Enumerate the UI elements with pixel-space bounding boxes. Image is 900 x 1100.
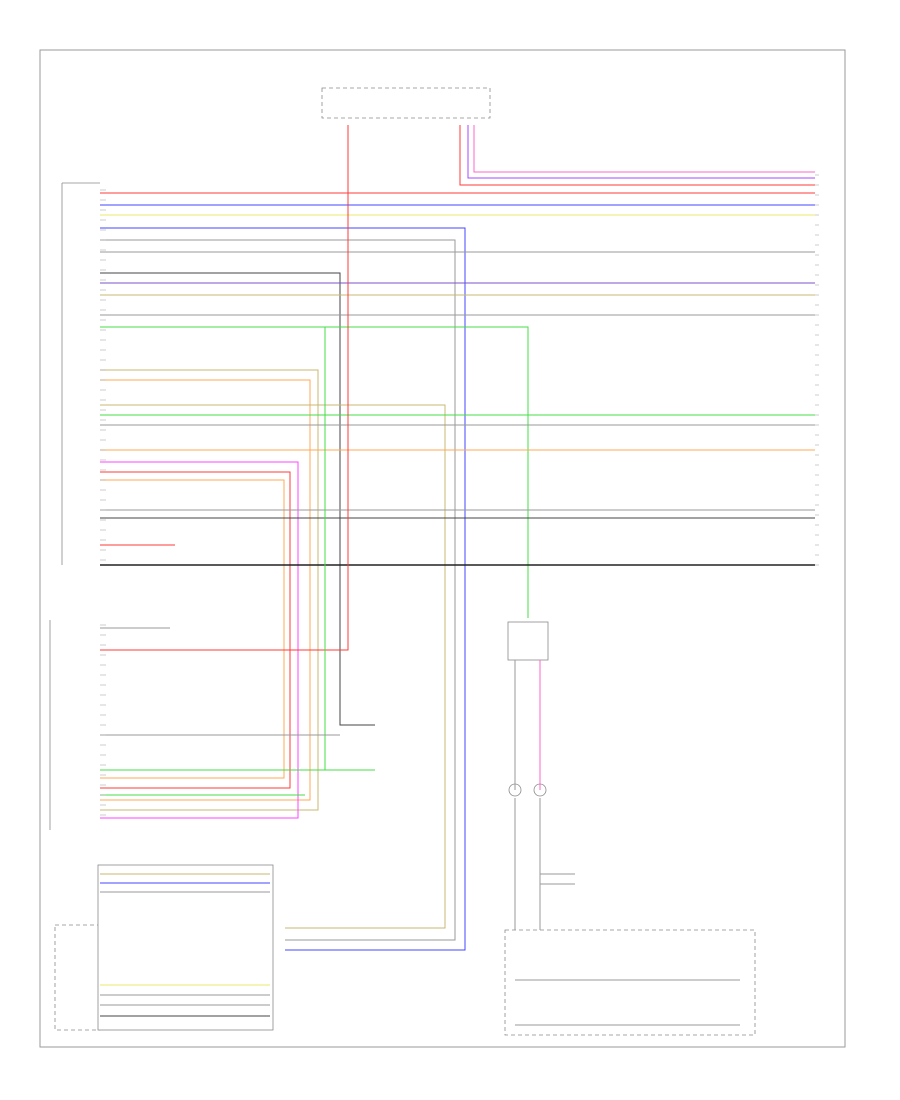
diagram-frame: [39, 49, 846, 1048]
wire-dark: [100, 272, 375, 726]
wire-green: [324, 327, 375, 771]
wire-pink: [473, 125, 815, 173]
wire-gray: [100, 239, 456, 941]
wire-red: [459, 125, 815, 186]
steering-switch-unit: [504, 929, 756, 1036]
wire-orange: [100, 379, 311, 801]
wire-red: [100, 125, 349, 651]
top-connector-box: [321, 87, 491, 119]
pin-ticks: [100, 174, 819, 816]
instrument-cluster-box: [507, 621, 549, 661]
wire-green: [100, 326, 529, 618]
wire-tan: [100, 369, 319, 811]
wire-orange: [100, 479, 285, 779]
wires: [100, 125, 815, 1026]
wire-tan: [100, 404, 446, 929]
wire-magenta: [100, 461, 299, 819]
wire-purple: [467, 125, 815, 179]
wire-red: [100, 471, 291, 789]
bottom-left-module: [54, 924, 101, 1031]
wire-blue: [100, 227, 466, 951]
